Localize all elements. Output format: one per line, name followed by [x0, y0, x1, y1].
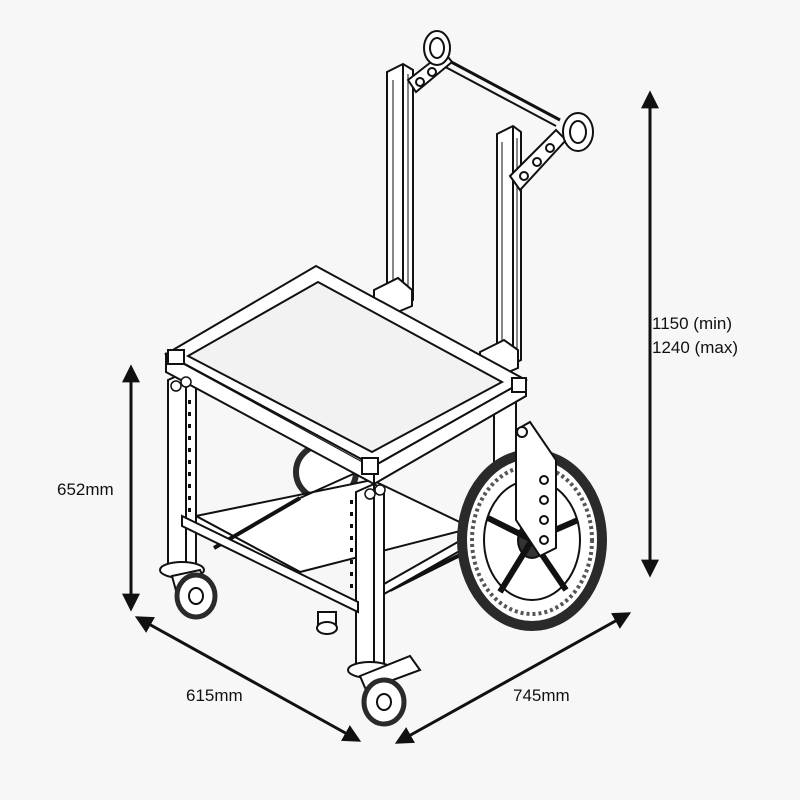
depth-arrow: [394, 612, 632, 744]
rear-left-caster: [316, 611, 338, 635]
height-total-min-label: 1150 (min): [652, 314, 732, 333]
height-table-label: 652mm: [57, 480, 114, 499]
height-total-max-label: 1240 (max): [652, 338, 738, 357]
front-left-caster: [159, 561, 218, 620]
corner-bolts: [170, 376, 386, 500]
lower-shelf: [193, 469, 475, 592]
rear-uprights: [373, 30, 594, 380]
front-right-caster: [347, 654, 422, 727]
table-top: [163, 264, 529, 486]
rear-wheel-right: [457, 420, 607, 631]
width-arrow: [134, 616, 362, 742]
width-label: 615mm: [186, 686, 243, 705]
depth-label: 745mm: [513, 686, 570, 705]
leg-holes: [188, 400, 353, 588]
